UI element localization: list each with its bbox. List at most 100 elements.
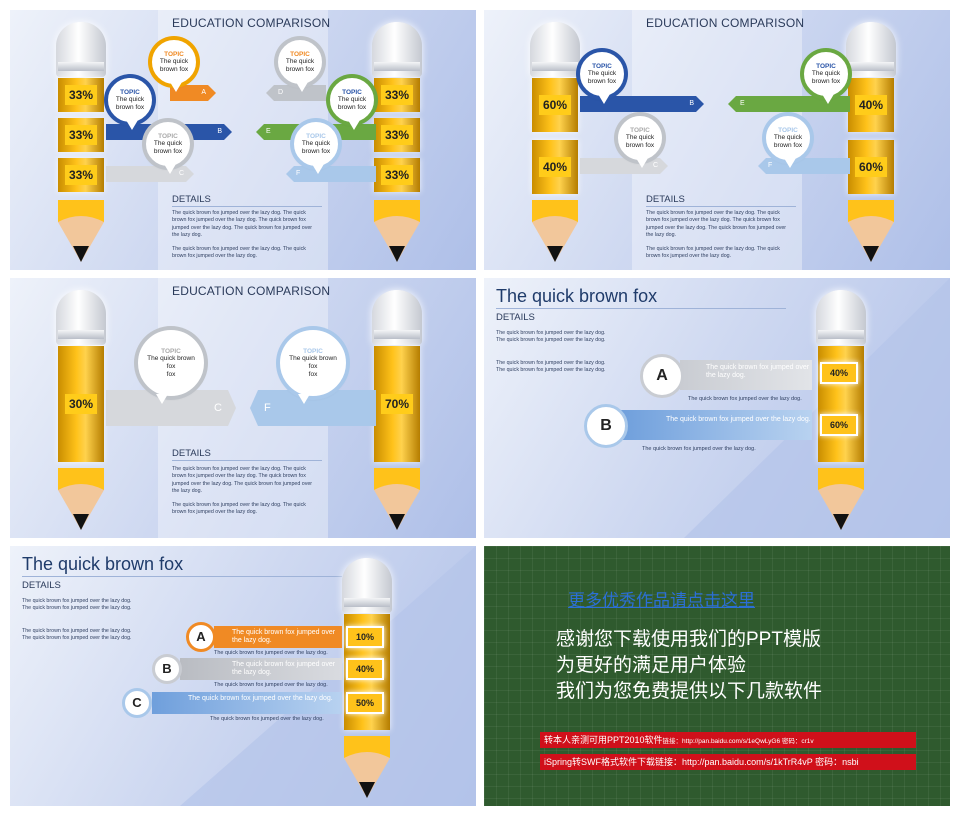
pencil-tip (374, 468, 420, 530)
pencil-left: 30% (56, 290, 106, 535)
percent-box: 60% (820, 414, 858, 436)
download-link[interactable]: 链接：http://pan.baidu.com/s/1eQwLyG6 密码：cr… (662, 738, 814, 745)
pin-text: brown fox (811, 78, 841, 85)
slide-title: The quick brown fox (22, 554, 184, 574)
pin-text: The quick brown fox (289, 355, 337, 370)
row-bar-a: The quick brown fox jumped over the lazy… (680, 360, 812, 390)
pencil-segment: 33% (58, 118, 104, 152)
pin-text: The quick brown fox (147, 355, 195, 370)
bar-letter: E (266, 128, 271, 135)
bar-c: C (106, 390, 236, 426)
bar-letter: A (201, 89, 206, 96)
row-letter: A (656, 367, 668, 384)
pencil-ferrule (848, 62, 894, 71)
download-bar-ppt2010[interactable]: 转本人亲测可用PPT2010软件链接：http://pan.baidu.com/… (540, 732, 916, 748)
pencil-right: 33% 33% 33% (372, 22, 422, 267)
pencil-segment: 40% (532, 140, 578, 194)
details-heading: DETAILS (646, 194, 685, 205)
percent-label: 33% (64, 165, 98, 185)
slide-5: The quick brown fox DETAILS The quick br… (10, 546, 476, 806)
background-diagonal (684, 278, 950, 538)
pencil-segment: 33% (374, 158, 420, 192)
pencil-tip (374, 200, 420, 262)
pin-text: brown fox (625, 142, 655, 149)
pin-topic: TOPIC (306, 133, 326, 140)
pencil-segment: 40% (848, 78, 894, 132)
row-text: The quick brown fox jumped over the lazy… (232, 629, 336, 644)
row-text: The quick brown fox jumped over the lazy… (188, 695, 333, 702)
pencil-tip (58, 200, 104, 262)
details-heading: DETAILS (496, 312, 535, 323)
pencil-ferrule (374, 330, 420, 339)
slide-2: EDUCATION COMPARISON 60% 40% 40% 60% B C… (484, 10, 950, 270)
pencil-ferrule (818, 330, 864, 339)
bar-c: C (106, 166, 194, 182)
percent-label: 40% (538, 157, 572, 177)
pin-topic: TOPIC (158, 133, 178, 140)
bar-letter: C (652, 162, 658, 169)
more-works-link[interactable]: 更多优秀作品请点击这里 (568, 591, 755, 610)
details-paragraph: The quick brown fox jumped over the lazy… (172, 466, 313, 494)
pin-topic: TOPIC (592, 63, 612, 70)
software-line: 我们为您免费提供以下几款软件 (556, 681, 823, 702)
pencil-ferrule (532, 62, 578, 71)
details-heading: DETAILS (172, 448, 211, 459)
percent-box: 40% (820, 362, 858, 384)
bar-letter: E (740, 100, 745, 107)
row-text: The quick brown fox jumped over the lazy… (232, 661, 336, 676)
details-heading: DETAILS (172, 194, 211, 205)
bar-letter: C (214, 402, 222, 414)
pin-text: brown fox (773, 142, 803, 149)
percent-label: 70% (380, 394, 414, 414)
percent-label: 33% (64, 125, 98, 145)
percent-box: 50% (346, 692, 384, 714)
pin-text: The quick (115, 96, 145, 103)
bar-letter: B (689, 100, 694, 107)
row-text: The quick brown fox jumped over the lazy… (666, 416, 811, 423)
bar-letter: F (264, 402, 271, 414)
bar-d: D (266, 85, 326, 101)
pin-topic: TOPIC (120, 89, 140, 96)
bar-c: C (580, 158, 668, 174)
pin-text: The quick (153, 140, 183, 147)
bar-e: E (728, 96, 850, 112)
details-paragraph: The quick brown fox jumped over the lazy… (172, 210, 313, 238)
row-letter: B (600, 417, 612, 434)
pencil-tip (848, 200, 894, 262)
divider (22, 576, 342, 577)
thanks-line: 感谢您下载使用我们的PPT模版 (556, 629, 821, 650)
bar-letter: F (768, 162, 773, 169)
pin-topic: TOPIC (816, 63, 836, 70)
row-caption: The quick brown fox jumped over the lazy… (688, 396, 802, 402)
pin-text: brown fox (337, 104, 367, 111)
pin-topic: TOPIC (630, 127, 650, 134)
percent-label: 50% (355, 698, 374, 708)
pin-topic: TOPIC (290, 51, 310, 58)
row-badge-a: A (186, 622, 216, 652)
pencil-right (342, 558, 392, 803)
pencil-tip (344, 736, 390, 798)
download-link[interactable]: http://pan.baidu.com/s/1kTrR4vP 密码：nsbi (682, 757, 859, 767)
pin-topic: TOPIC (342, 89, 362, 96)
pencil-segment: 33% (374, 78, 420, 112)
percent-label: 33% (380, 125, 414, 145)
download-bar-ispring[interactable]: iSpring转SWF格式软件下载链接：http://pan.baidu.com… (540, 754, 916, 770)
pin-text: The quick (587, 70, 617, 77)
pin-text: brown fox (587, 78, 617, 85)
pin-topic: TOPIC (164, 51, 184, 58)
percent-box: 40% (346, 658, 384, 680)
row-badge-b: B (152, 654, 182, 684)
bar-letter: D (278, 89, 284, 96)
pencil-left: 33% 33% 33% (56, 22, 106, 267)
pencil-segment: 30% (58, 346, 104, 462)
pin-text: brown fox (153, 148, 183, 155)
pencil-tip (532, 200, 578, 262)
